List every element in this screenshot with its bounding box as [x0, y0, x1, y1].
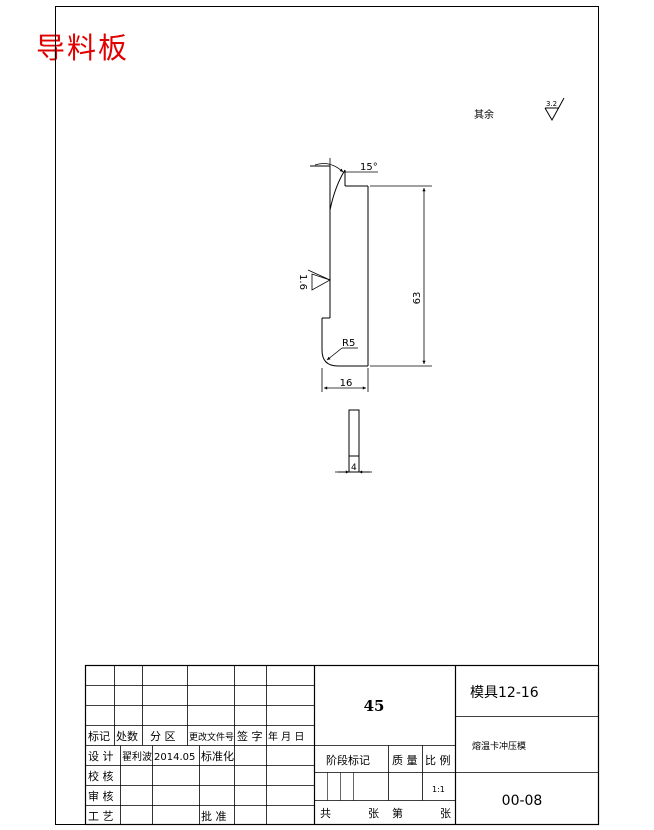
col-count: 处数 [116, 730, 138, 743]
page-title: 导料板 [36, 31, 130, 65]
col-change-doc: 更改文件号 [189, 731, 234, 743]
angle-dimension: 15° [314, 158, 378, 173]
stage-mark-label: 阶段标记 [326, 753, 370, 767]
scale-value: 1:1 [432, 785, 445, 794]
designer-name: 翟利波 [122, 750, 152, 763]
sheet-label: 张 [440, 807, 451, 820]
standardize-label: 标准化 [201, 749, 234, 763]
process-label: 工 艺 [88, 810, 114, 823]
width-dimension [321, 368, 369, 392]
sheets-label: 张 [368, 807, 379, 820]
design-date: 2014.05 [154, 752, 195, 763]
approve-label: 批 准 [201, 809, 227, 823]
face-roughness [307, 269, 331, 291]
face-roughness-icon [311, 273, 331, 291]
part-name: 熔温卡冲压模 [472, 740, 526, 752]
part-front-view [310, 165, 369, 367]
mould-number: 模具12-16 [470, 685, 539, 701]
roughness-note-value: 3.2 [546, 100, 557, 108]
sheets-total-label: 共 [320, 807, 331, 820]
scale-label: 比 例 [425, 753, 451, 767]
col-date: 年 月 日 [268, 730, 304, 743]
width-label: 16 [340, 378, 353, 389]
thickness-label: 4 [351, 463, 357, 473]
material: 45 [364, 697, 385, 715]
roughness-symbol-icon [544, 97, 565, 122]
face-roughness-label: 1.6 [297, 274, 308, 290]
angle-label: 15° [360, 162, 378, 173]
check-label: 校 核 [88, 769, 114, 783]
length-label: 63 [412, 292, 423, 305]
radius-label: R5 [342, 338, 355, 349]
sheet-no-label: 第 [392, 806, 403, 820]
drawing-number: 00-08 [502, 793, 543, 809]
design-label: 设 计 [88, 750, 114, 763]
col-mark: 标记 [88, 729, 110, 743]
review-label: 审 核 [88, 789, 114, 803]
radius-dimension: R5 [326, 338, 358, 361]
roughness-note-label: 其余 [474, 108, 494, 121]
title-block [84, 664, 600, 826]
drawing-frame [55, 6, 599, 825]
roughness-note: 其余 3.2 [474, 97, 565, 122]
col-signature: 签 字 [237, 729, 263, 743]
col-zone: 分 区 [150, 730, 176, 743]
weight-label: 质 量 [392, 754, 418, 767]
length-dimension [370, 185, 432, 367]
